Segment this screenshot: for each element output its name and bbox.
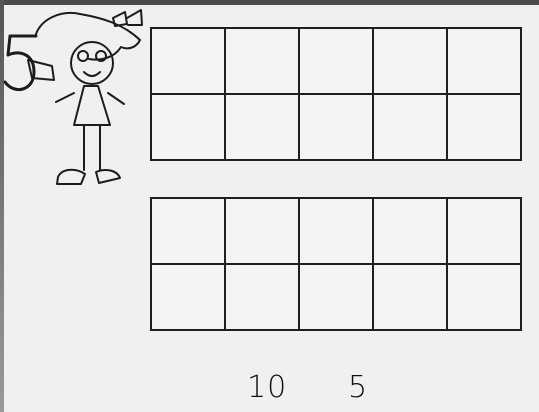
grid-cell bbox=[225, 264, 299, 330]
grid-cell bbox=[151, 28, 225, 94]
grid-cell bbox=[225, 28, 299, 94]
mascot-icon bbox=[0, 0, 160, 215]
grid-cell bbox=[447, 264, 521, 330]
left-eye-icon bbox=[78, 51, 88, 61]
grid-row bbox=[151, 28, 521, 94]
grid-cell bbox=[151, 264, 225, 330]
number-five: 5 bbox=[348, 370, 368, 405]
grid-cell bbox=[299, 264, 373, 330]
grid-cell bbox=[151, 198, 225, 264]
grid-row bbox=[151, 94, 521, 160]
grid-cell bbox=[373, 94, 447, 160]
grid-cell bbox=[447, 28, 521, 94]
face-icon bbox=[71, 42, 113, 84]
grid-cell bbox=[225, 94, 299, 160]
grid-cell bbox=[447, 94, 521, 160]
grid-cell bbox=[299, 94, 373, 160]
grid-cell bbox=[373, 28, 447, 94]
grid-cell bbox=[225, 198, 299, 264]
body-icon bbox=[74, 86, 110, 125]
grid-cell bbox=[299, 28, 373, 94]
arm-icon bbox=[56, 93, 124, 104]
number-ten: 10 bbox=[247, 370, 287, 405]
grid-row bbox=[151, 264, 521, 330]
right-shoe-icon bbox=[96, 170, 120, 183]
left-shoe-icon bbox=[57, 170, 85, 184]
grid-cell bbox=[447, 198, 521, 264]
mouth-icon bbox=[84, 72, 100, 76]
ten-frame-bottom bbox=[150, 197, 522, 331]
hair-icon bbox=[36, 13, 140, 60]
number-five-shape bbox=[5, 36, 36, 90]
ten-frame-top bbox=[150, 27, 522, 161]
legs-icon bbox=[84, 125, 100, 170]
grid-cell bbox=[299, 198, 373, 264]
grid-cell bbox=[151, 94, 225, 160]
grid-row bbox=[151, 198, 521, 264]
grid-cell bbox=[373, 198, 447, 264]
grid-cell bbox=[373, 264, 447, 330]
number-row: 10 5 bbox=[0, 370, 539, 410]
bow-icon bbox=[113, 10, 142, 26]
